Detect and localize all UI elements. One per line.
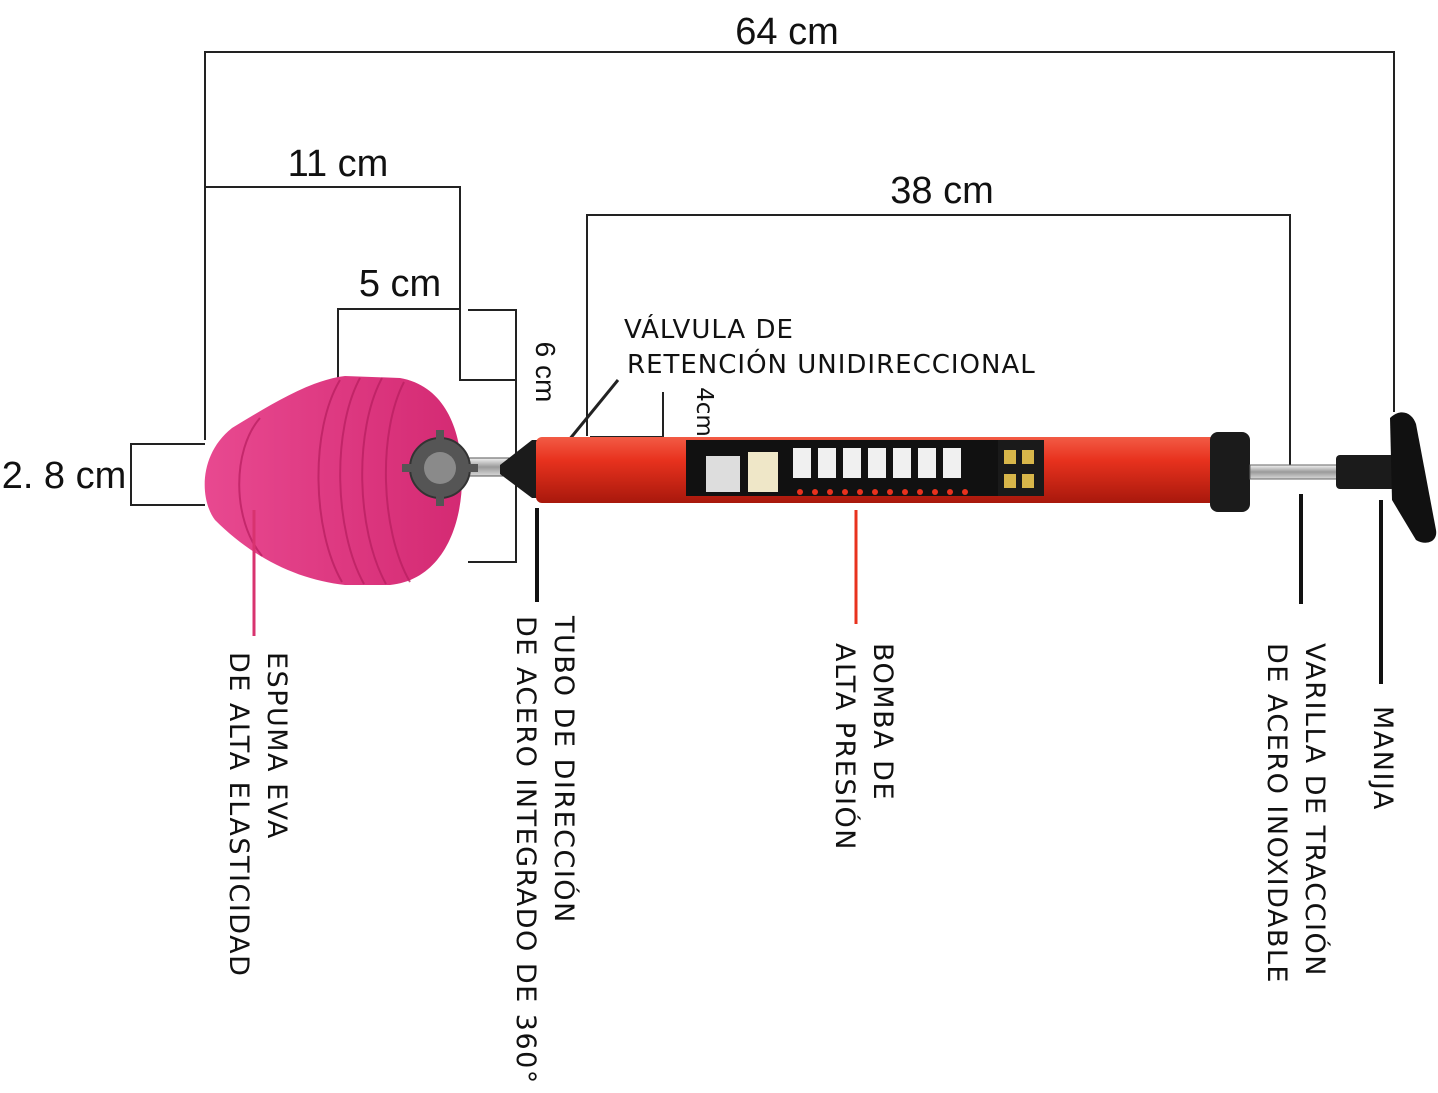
qr-code — [706, 456, 740, 492]
handle-label: MANIJA — [1367, 706, 1398, 811]
label-stars — [797, 489, 968, 495]
tube-diameter-dimension: 2. 8 cm — [2, 455, 127, 497]
foam-front-dimension: 5 cm — [359, 263, 441, 305]
foam-label-line2: DE ALTA ELASTICIDAD — [223, 652, 254, 977]
pull-rod — [1249, 464, 1345, 480]
product-illustration — [204, 376, 1437, 585]
foam-height-dimension: 6 cm — [530, 342, 561, 403]
pump-label-line2: ALTA PRESIÓN — [829, 643, 861, 851]
pump-front-cap — [500, 440, 540, 498]
handle-grip — [1390, 412, 1437, 543]
tube-label-line2: DE ACERO INTEGRADO DE 360° — [510, 616, 541, 1085]
pump-length-dimension: 38 cm — [890, 170, 993, 212]
tube-label-line1: TUBO DE DIRECCIÓN — [548, 615, 580, 924]
total-length-dimension: 64 cm — [735, 11, 838, 53]
label-sticker — [748, 452, 778, 492]
valve-pointer — [567, 379, 620, 441]
handle-collar — [1336, 455, 1396, 489]
foam-label-line1: ESPUMA EVA — [261, 652, 292, 840]
pump-label-line1: BOMBA DE — [867, 643, 898, 801]
rod-label-line2: DE ACERO INOXIDABLE — [1261, 643, 1292, 984]
rod-label-line1: VARILLA DE TRACCIÓN — [1299, 643, 1331, 977]
pump-diameter-dimension: 4cm — [691, 387, 717, 437]
foam-head — [204, 376, 463, 585]
valve-label-line1: VÁLVULA DE — [624, 313, 794, 345]
gear-washer — [402, 430, 478, 506]
pump-rear-cap — [1210, 432, 1250, 512]
valve-label-line2: RETENCIÓN UNIDIRECCIONAL — [627, 348, 1036, 380]
label-characters — [793, 448, 961, 478]
foam-length-dimension: 11 cm — [288, 143, 389, 185]
gold-characters — [1004, 450, 1034, 488]
